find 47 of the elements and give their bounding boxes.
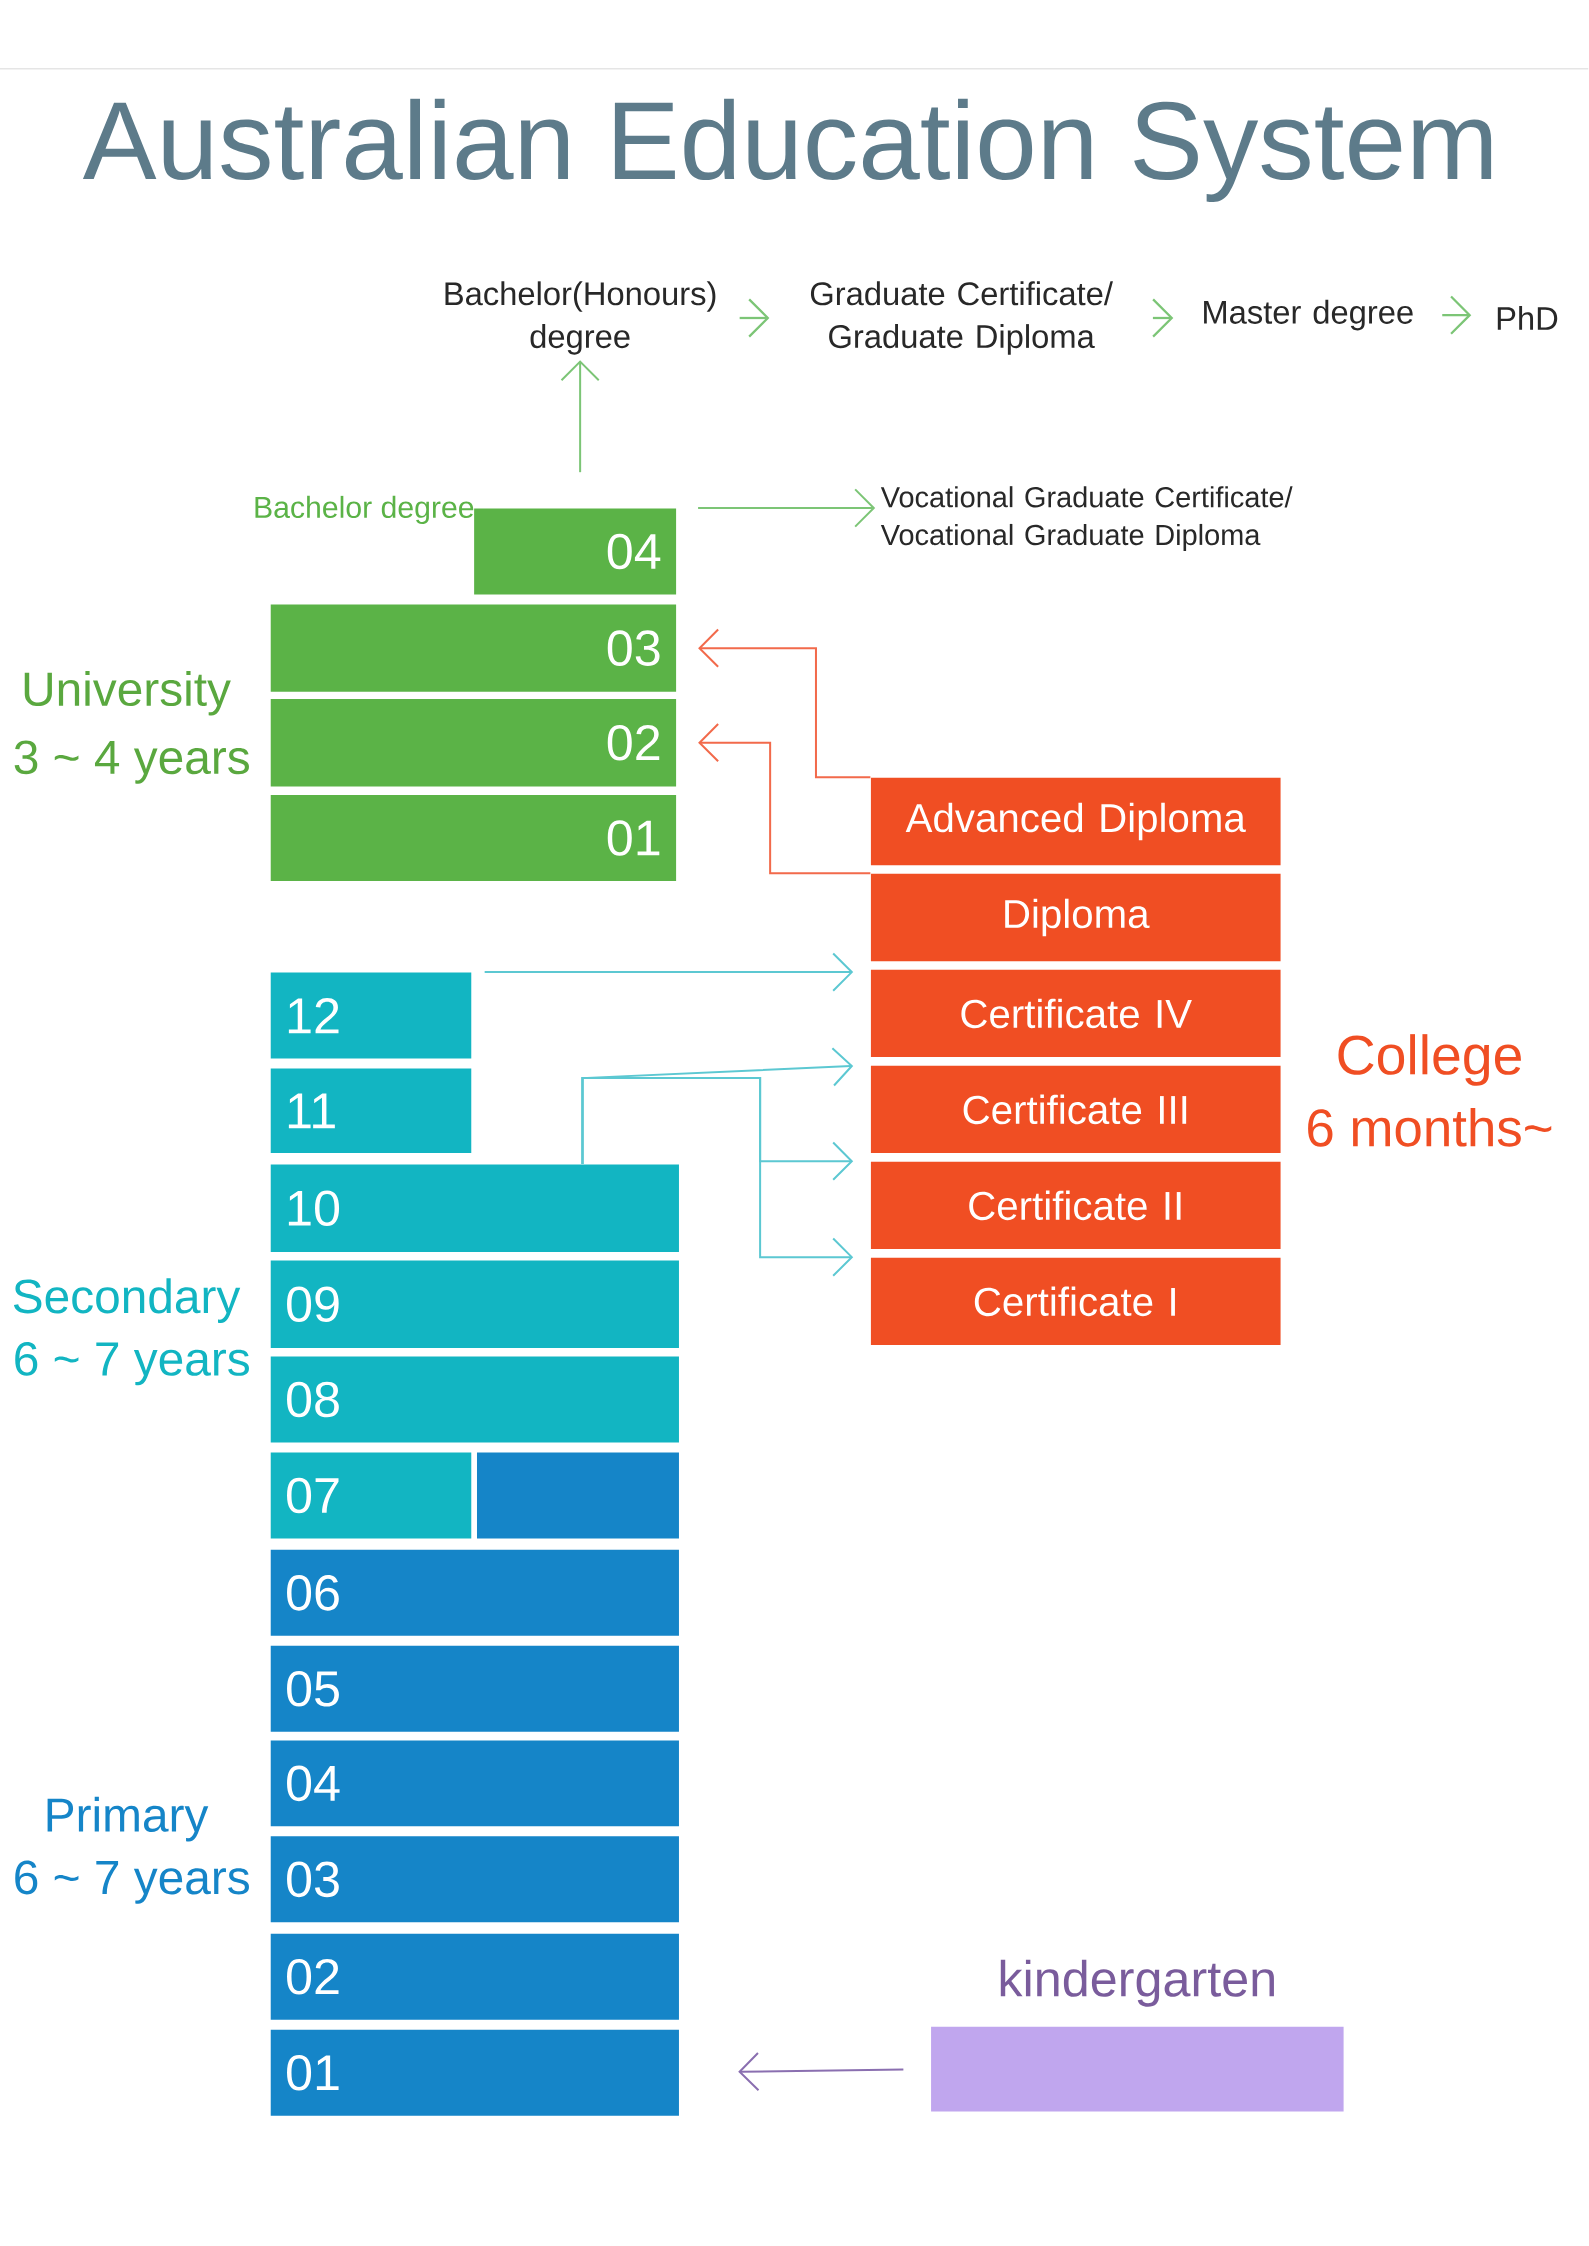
degree-label: Graduate Certificate/ Graduate Diploma — [811, 281, 1114, 355]
course-box: Certificate I — [871, 1257, 1281, 1346]
year-box: 01 — [270, 2029, 680, 2116]
year-box: 09 — [270, 1260, 680, 1348]
year-box: 07 — [270, 1452, 472, 1539]
arrow — [698, 488, 876, 528]
course-box: Diploma — [871, 873, 1281, 962]
duration-label: 6 ~ 7 years — [15, 1860, 250, 1904]
year-box: 04 — [474, 508, 677, 595]
duration-label: 6 ~ 7 years — [15, 1342, 250, 1386]
box-heading: Bachelor degree — [255, 495, 474, 524]
degree-label: Bachelor(Honours) degree — [445, 281, 716, 355]
year-box: 02 — [270, 1933, 680, 2020]
year-box — [477, 1452, 680, 1539]
year-box: 08 — [270, 1356, 680, 1443]
course-box: Certificate III — [871, 1065, 1281, 1154]
year-box: 05 — [270, 1645, 680, 1732]
year-box: 03 — [270, 1836, 680, 1923]
degree-label: Vocational Graduate Certificate/ Vocational Graduate Diploma — [881, 486, 1293, 551]
course-box: Certificate IV — [871, 969, 1281, 1058]
arrow — [561, 360, 600, 473]
degree-label: Master degree — [1204, 299, 1413, 331]
node-label: kindergarten — [1001, 1959, 1275, 2007]
year-box: 01 — [270, 795, 677, 881]
stage-label: College — [1338, 1034, 1522, 1086]
year-box: 04 — [270, 1740, 680, 1827]
title: Australian Education System — [83, 98, 1492, 202]
year-box: 06 — [270, 1549, 680, 1636]
stage-label: Secondary — [14, 1278, 241, 1323]
arrow — [581, 1077, 854, 1277]
year-box: 10 — [270, 1164, 680, 1252]
degree-label: PhD — [1498, 306, 1558, 330]
course-box: Certificate II — [871, 1161, 1281, 1250]
duration-label: 3 ~ 4 years — [14, 740, 250, 784]
stage-label: Primary — [47, 1796, 209, 1842]
arrow — [484, 952, 854, 992]
year-box: 12 — [270, 972, 472, 1059]
arrow — [698, 723, 871, 875]
year-box: 03 — [270, 604, 677, 692]
year-box: 11 — [270, 1068, 472, 1154]
kindergarten-box: kindergarten — [931, 1959, 1344, 2112]
stage-label: University — [25, 671, 232, 716]
arrow — [738, 2052, 904, 2091]
duration-label: 6 months~ — [1308, 1107, 1552, 1147]
year-box: 02 — [270, 699, 677, 787]
course-box: Advanced Diploma — [871, 777, 1281, 866]
arrow — [698, 628, 871, 779]
